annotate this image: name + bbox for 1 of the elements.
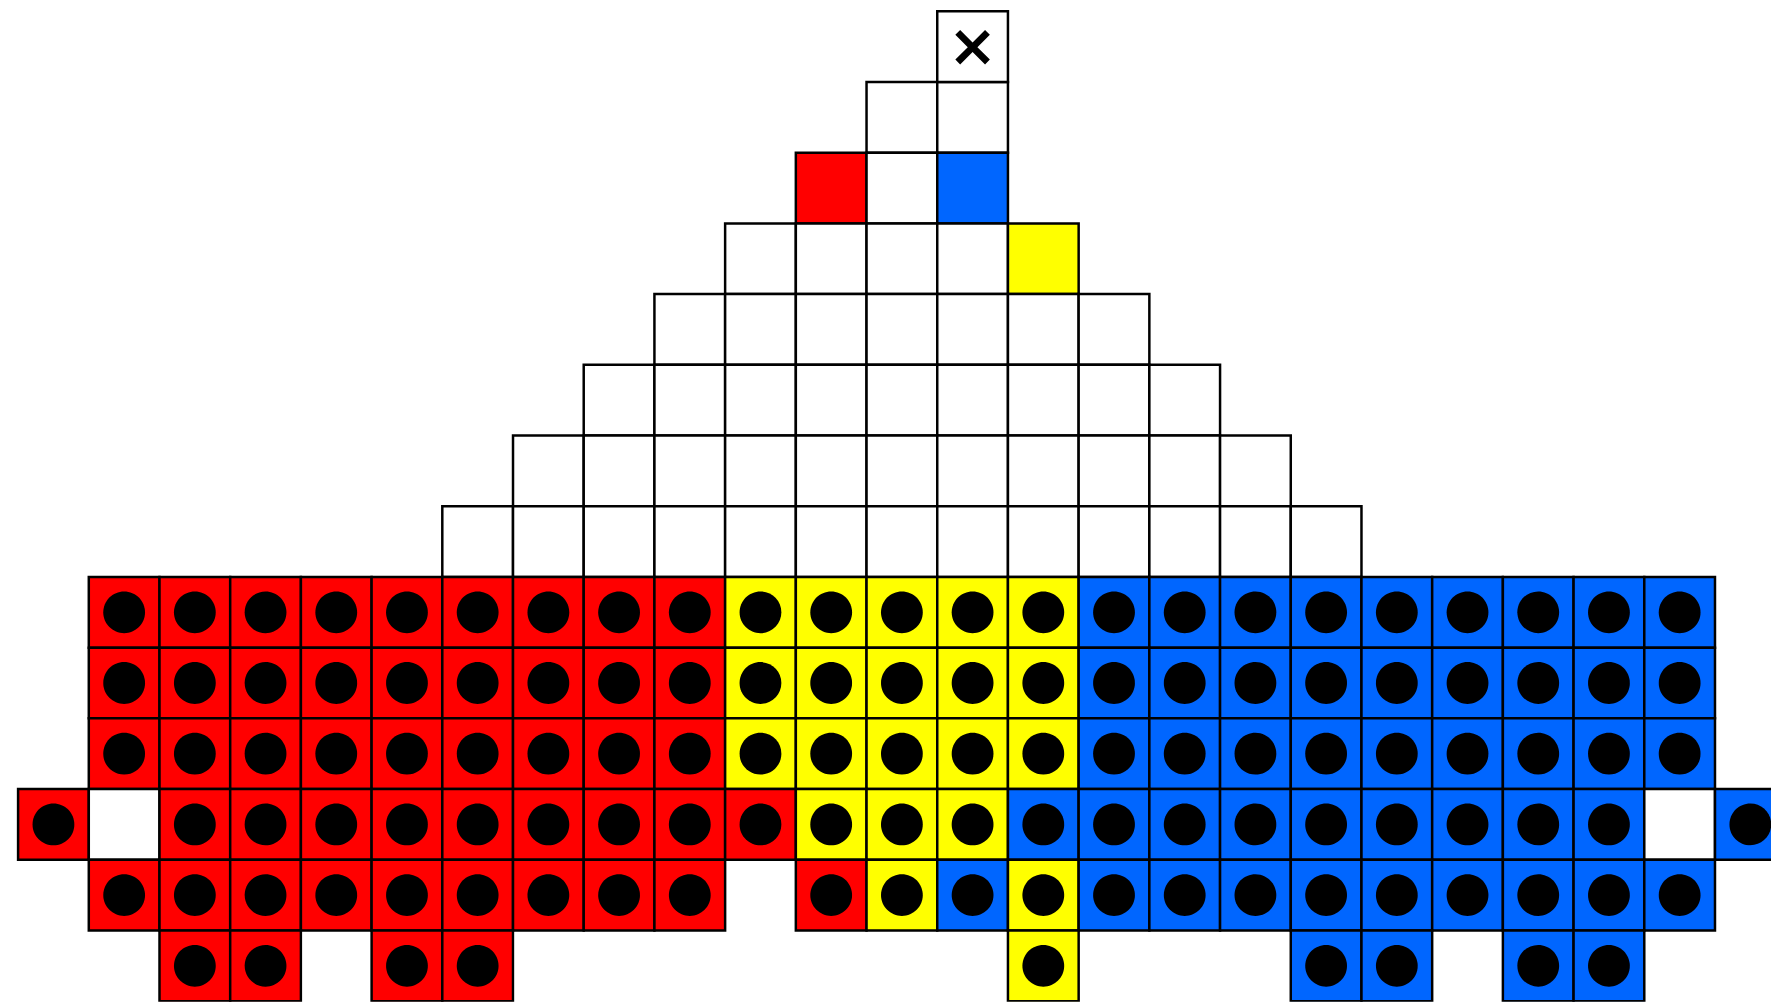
cross-mark: × xyxy=(955,30,990,65)
